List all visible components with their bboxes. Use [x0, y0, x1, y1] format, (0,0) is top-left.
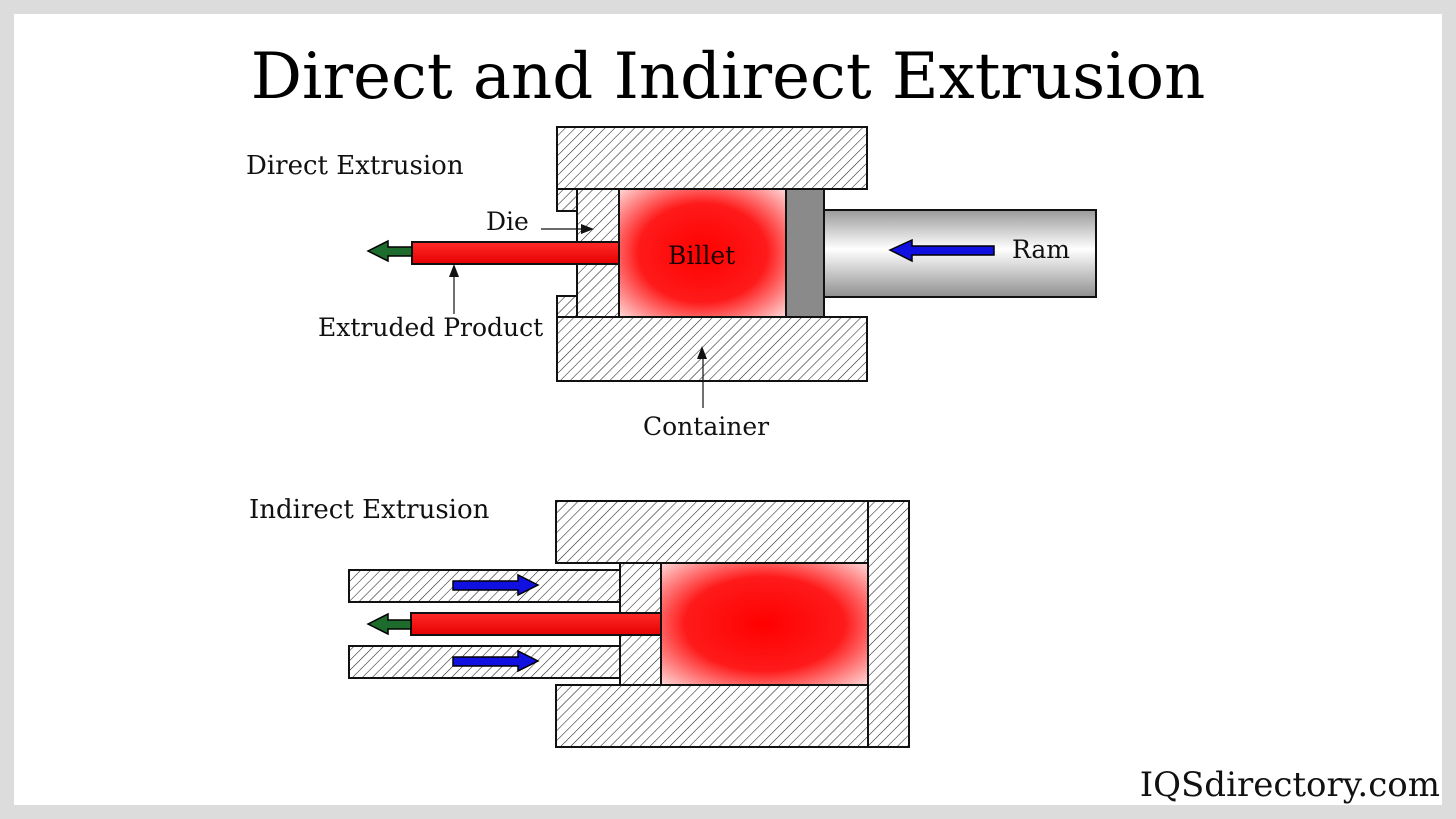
indirect-end-closure	[867, 500, 910, 748]
container-lip-bottom	[556, 295, 578, 318]
leader-container	[697, 346, 707, 408]
indirect-extruded-product	[410, 612, 662, 636]
extruded-product	[411, 241, 620, 265]
ram-label: Ram	[1012, 235, 1071, 264]
arrow-right-icon	[452, 573, 540, 597]
container-top	[556, 126, 868, 190]
leader-extruded-product	[449, 264, 459, 314]
credit-watermark: IQSdirectory.com	[1139, 765, 1440, 805]
die-label: Die	[486, 207, 529, 236]
container-bottom	[556, 316, 868, 382]
billet	[618, 188, 787, 318]
arrow-right-icon	[452, 649, 540, 673]
container-lip-top	[556, 188, 578, 212]
indirect-extrusion-diagram	[348, 500, 910, 748]
extruded-product-label: Extruded Product	[318, 313, 544, 342]
indirect-container-bottom	[555, 684, 869, 748]
page-title: Direct and Indirect Extrusion	[250, 40, 1206, 114]
arrow-left-icon	[366, 239, 413, 263]
indirect-extrusion-heading: Indirect Extrusion	[249, 495, 490, 525]
direct-extrusion-heading: Direct Extrusion	[246, 151, 464, 181]
container-label: Container	[643, 412, 770, 441]
direct-extrusion-diagram	[366, 126, 1097, 408]
indirect-billet	[660, 562, 869, 686]
arrow-left-icon	[366, 612, 412, 636]
arrow-left-icon	[888, 238, 995, 263]
billet-label: Billet	[668, 241, 736, 270]
ram-plate	[785, 188, 825, 318]
indirect-container-top	[555, 500, 869, 564]
leader-die	[541, 224, 594, 234]
